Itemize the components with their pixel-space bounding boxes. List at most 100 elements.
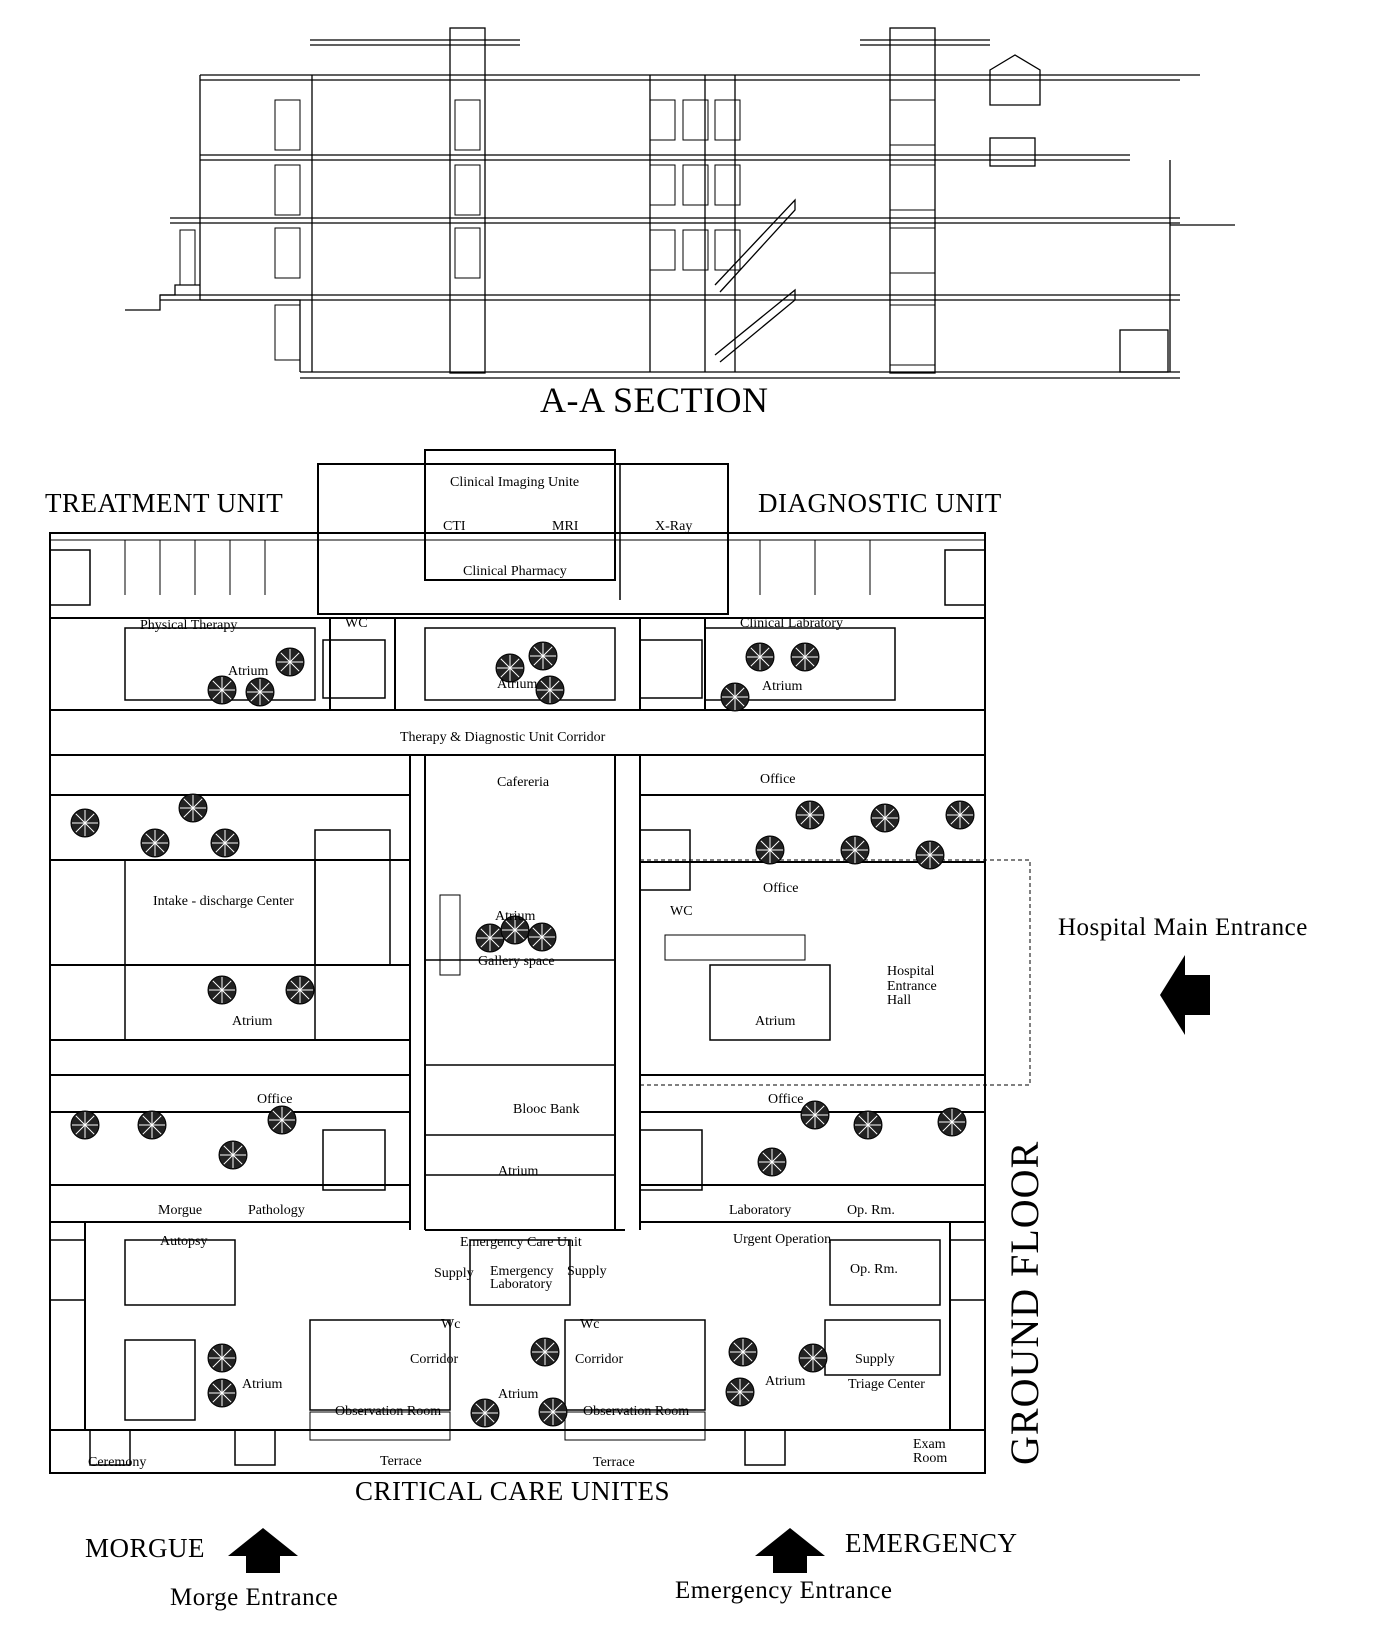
tree-branch xyxy=(500,658,511,669)
tree-branch xyxy=(259,691,270,702)
wc-top-label: WC xyxy=(345,616,368,631)
observation-2-label: Observation Room xyxy=(583,1404,690,1419)
tree-branch xyxy=(154,833,165,844)
tree-branch xyxy=(221,689,232,700)
tree-branch xyxy=(739,1391,750,1402)
tree-branch xyxy=(532,927,543,938)
atrium-2-label: Atrium xyxy=(497,677,538,692)
wc-small-2-label: Wc xyxy=(580,1317,600,1332)
tree-branch xyxy=(867,1124,878,1135)
atrium-8-label: Atrium xyxy=(242,1377,283,1392)
tree-branch xyxy=(950,805,961,816)
pathology-label: Pathology xyxy=(248,1203,305,1218)
clinical-imaging-label: Clinical Imaging Unite xyxy=(450,475,580,490)
tree-branch xyxy=(212,1357,223,1368)
tree-branch xyxy=(750,656,761,667)
tree-branch xyxy=(541,936,552,947)
tree-branch xyxy=(733,1351,744,1362)
tree-branch xyxy=(212,1392,223,1403)
morgue-entrance-arrow-icon xyxy=(228,1528,298,1573)
tree-branch xyxy=(299,989,310,1000)
tree-branch xyxy=(75,1115,86,1126)
tree-branch xyxy=(145,842,156,853)
tree-branch xyxy=(142,1124,153,1135)
tree-branch xyxy=(542,655,553,666)
tree-branch xyxy=(845,840,856,851)
tree-branch xyxy=(280,652,291,663)
atrium-7-label: Atrium xyxy=(498,1164,539,1179)
tree-branch xyxy=(223,1154,234,1165)
tree-branch xyxy=(543,1402,554,1413)
tree-branch xyxy=(884,817,895,828)
tree-branch xyxy=(480,928,491,939)
main-entrance-label: Hospital Main Entrance xyxy=(1058,914,1308,941)
tree-branch xyxy=(769,840,780,851)
morgue-label: MORGUE xyxy=(85,1533,206,1563)
tree-branch xyxy=(543,1411,554,1422)
tree-branch xyxy=(929,845,940,856)
tree-branch xyxy=(290,989,301,1000)
tree-branch xyxy=(951,1121,962,1132)
gallery-label: Gallery space xyxy=(478,954,555,969)
tree-branch xyxy=(734,687,745,698)
autopsy-label: Autopsy xyxy=(160,1234,208,1249)
tree-branch xyxy=(730,1391,741,1402)
emergency-lab-label: Emergency Laboratory xyxy=(490,1264,554,1293)
tree-branch xyxy=(725,687,736,698)
atrium-4-label: Atrium xyxy=(495,909,536,924)
tree-branch xyxy=(875,808,886,819)
tree-branch xyxy=(733,1342,744,1353)
tree-branch xyxy=(929,854,940,865)
tree-branch xyxy=(771,1161,782,1172)
tree-branch xyxy=(760,840,771,851)
supply-1-label: Supply xyxy=(434,1266,474,1281)
tree-branch xyxy=(920,854,931,865)
tree-branch xyxy=(809,805,820,816)
emergency-label: EMERGENCY xyxy=(845,1528,1018,1558)
tree-branch xyxy=(224,842,235,853)
tree-branch xyxy=(299,980,310,991)
tree-branch xyxy=(858,1124,869,1135)
tree-branch xyxy=(804,656,815,667)
tree-branch xyxy=(224,833,235,844)
office-3-label: Office xyxy=(257,1092,293,1107)
tree-branch xyxy=(75,1124,86,1135)
tree-branch xyxy=(212,980,223,991)
tree-branch xyxy=(742,1351,753,1362)
tree-branch xyxy=(223,1145,234,1156)
tree-branch xyxy=(280,661,291,672)
op-rm-2-label: Op. Rm. xyxy=(850,1262,898,1277)
emergency-entrance-arrow-icon xyxy=(755,1528,825,1573)
tree-branch xyxy=(500,667,511,678)
tree-branch xyxy=(544,1342,555,1353)
entrance-hall-label: Hospital Entrance Hall xyxy=(887,964,937,1009)
tree-branch xyxy=(489,928,500,939)
tree-branch xyxy=(542,646,553,657)
cafeteria-label: Cafereria xyxy=(497,775,550,790)
clinical-laboratory-label: Clinical Labratory xyxy=(740,616,844,631)
tree-branch xyxy=(514,929,525,940)
tree-branch xyxy=(75,822,86,833)
terrace-1-label: Terrace xyxy=(380,1454,422,1469)
tree-branch xyxy=(84,1115,95,1126)
tree-branch xyxy=(142,1115,153,1126)
tree-branch xyxy=(734,696,745,707)
tree-branch xyxy=(809,814,820,825)
morgue-room-label: Morgue xyxy=(158,1203,203,1218)
tree-branch xyxy=(250,682,261,693)
tree-branch xyxy=(759,647,770,658)
tree-branch xyxy=(272,1119,283,1130)
tree-branch xyxy=(75,813,86,824)
tree-branch xyxy=(212,1383,223,1394)
wc-mid-label: WC xyxy=(670,904,693,919)
tree-branch xyxy=(795,656,806,667)
tree-branch xyxy=(533,646,544,657)
tree-branch xyxy=(742,1342,753,1353)
section-elevation xyxy=(125,27,1235,379)
tree-branch xyxy=(803,1357,814,1368)
tree-branch xyxy=(480,937,491,948)
exam-room-label: Exam Room xyxy=(913,1437,948,1466)
corridor-1-label: Corridor xyxy=(410,1352,459,1367)
tree-branch xyxy=(183,807,194,818)
